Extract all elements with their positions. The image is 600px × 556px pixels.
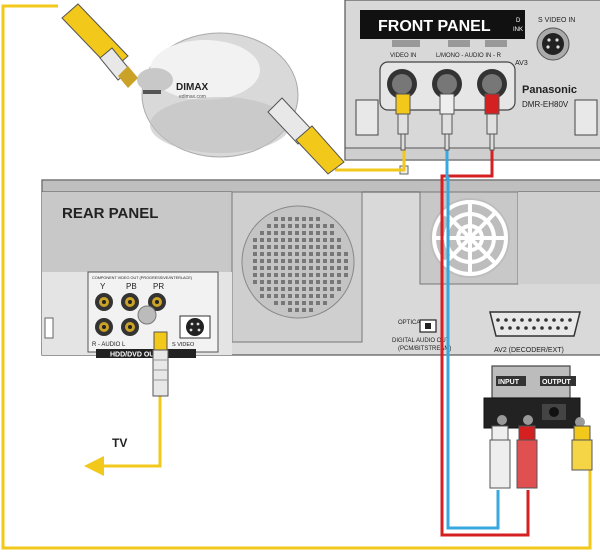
model-label: DMR-EH80V: [522, 100, 569, 109]
scart-av2-port[interactable]: [489, 311, 581, 337]
dimax-device: DIMAX edimax.com: [137, 32, 299, 158]
front-panel: FRONT PANEL D INK S VIDEO IN VIDEO IN L/…: [344, 0, 600, 175]
hdd-dvd-out-label: HDD/DVD OUT: [110, 352, 159, 359]
cable-red-front-to-adapter: [440, 120, 530, 537]
adapter-input-label: INPUT: [498, 379, 520, 386]
rear-fan-grille-right: [430, 198, 510, 278]
component-output-group: COMPONENT VIDEO OUT (PROGRESSIVE/INTERLA…: [87, 271, 219, 359]
plug-adapter-red: [516, 425, 538, 489]
jack-audio-r[interactable]: [95, 318, 113, 336]
audio-in-label: L/MONO - AUDIO IN - R: [436, 53, 502, 59]
brand-label: Panasonic: [522, 84, 577, 96]
optical-output-group: OPTICAL DIGITAL AUDIO OUT (PCM/BITSTREAM…: [392, 319, 451, 352]
plug-adapter-white: [489, 425, 511, 489]
plug-adapter-yellow: [571, 425, 593, 471]
front-jack-video[interactable]: [387, 69, 417, 99]
jack-audio-l[interactable]: [121, 318, 139, 336]
plug-rear-svideo-tv: [152, 331, 169, 397]
jack-pb[interactable]: [121, 293, 139, 311]
front-cut-label-1: D: [516, 18, 521, 24]
rear-svideo-label: S VIDEO: [172, 342, 195, 348]
cable-yellow-tv: [84, 395, 162, 476]
component-header: COMPONENT VIDEO OUT (PROGRESSIVE/INTERLA…: [92, 276, 193, 280]
tv-label: TV: [112, 436, 127, 450]
y-label: Y: [100, 282, 106, 291]
optical-label: OPTICAL: [398, 320, 424, 326]
pr-label: PR: [153, 282, 164, 291]
front-cut-label-2: INK: [513, 27, 523, 33]
plug-front-video: [395, 93, 411, 151]
cable-blue-front-to-adapter: [445, 120, 500, 530]
plug-dimax-in: [61, 3, 138, 88]
av2-label: AV2 (DECODER/EXT): [494, 347, 564, 354]
av3-label: AV3: [515, 60, 528, 67]
dimax-url: edimax.com: [179, 94, 206, 100]
front-panel-title: FRONT PANEL: [378, 18, 491, 35]
plug-front-audio-r: [484, 93, 500, 151]
plug-dimax-out: [267, 97, 345, 175]
adapter-output-label: OUTPUT: [542, 379, 572, 386]
video-in-label: VIDEO IN: [390, 53, 416, 59]
pcm-label: (PCM/BITSTREAM): [398, 346, 451, 352]
dimax-brand: DIMAX: [176, 82, 209, 93]
jack-y[interactable]: [95, 293, 113, 311]
rear-panel-title: REAR PANEL: [62, 205, 158, 222]
plug-front-audio-l: [439, 93, 455, 151]
digital-audio-label: DIGITAL AUDIO OUT: [392, 338, 450, 344]
front-jack-audio-l[interactable]: [432, 69, 462, 99]
audio-label: R - AUDIO L: [92, 342, 126, 348]
rear-svideo-port[interactable]: [179, 315, 211, 339]
rear-fan-grille-left: [241, 205, 355, 319]
scart-adapter: INPUT OUTPUT: [483, 365, 585, 429]
jack-pr[interactable]: [148, 293, 166, 311]
front-svideo-port[interactable]: [536, 27, 570, 61]
pb-label: PB: [126, 282, 137, 291]
cable-yellow-left-loop: [1, 4, 592, 550]
front-svideo-label: S VIDEO IN: [538, 17, 575, 24]
front-jack-audio-r[interactable]: [477, 69, 507, 99]
